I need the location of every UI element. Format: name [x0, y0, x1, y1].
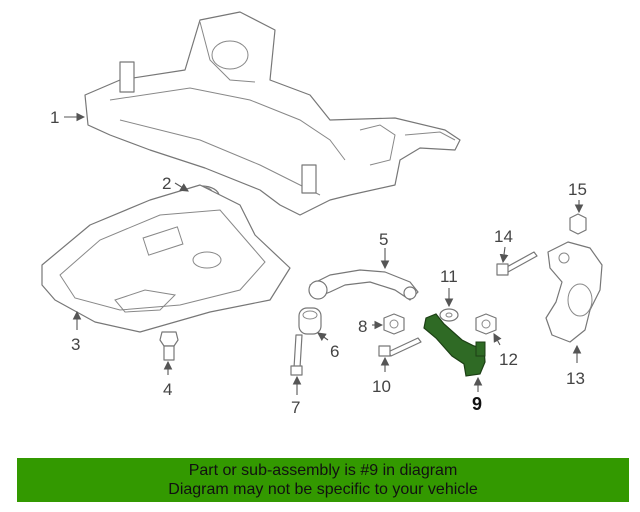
callout-15: 15 [568, 180, 587, 199]
bolt-4-part [159, 331, 179, 361]
control-arm-5-part [308, 269, 419, 301]
banner-line-1: Part or sub-assembly is #9 in diagram [188, 462, 458, 479]
control-arm-9-highlighted [423, 313, 486, 377]
banner-line-2: Diagram may not be specific to your vehi… [168, 481, 478, 498]
nut-15-part [569, 213, 587, 235]
knuckle-13-part [545, 241, 603, 343]
subframe-part [84, 11, 461, 216]
nut-12-part [475, 313, 497, 335]
callout-8: 8 [358, 317, 367, 336]
callout-3: 3 [71, 335, 80, 354]
callout-10: 10 [372, 377, 391, 396]
underbody-shield-part [41, 184, 291, 333]
bolt-10-part [378, 337, 422, 357]
callout-labels: 1 2 3 4 5 6 7 8 9 10 11 12 13 14 15 [50, 108, 587, 417]
callout-2: 2 [162, 174, 171, 193]
callout-12: 12 [499, 350, 518, 369]
callout-11: 11 [440, 267, 458, 286]
info-banner: Part or sub-assembly is #9 in diagram Di… [17, 458, 629, 502]
bushing-6-part [298, 307, 322, 335]
callout-9: 9 [472, 394, 482, 414]
callout-1: 1 [50, 108, 59, 127]
callout-6: 6 [330, 342, 339, 361]
bolt-7-part [290, 334, 303, 376]
washer-11-part [439, 308, 459, 322]
callout-4: 4 [163, 380, 172, 399]
callout-13: 13 [566, 369, 585, 388]
callout-5: 5 [379, 230, 388, 249]
bolt-14-part [496, 251, 538, 276]
nut-8-part [383, 313, 405, 335]
leader-lines [64, 112, 584, 395]
callout-14: 14 [494, 227, 513, 246]
callout-7: 7 [291, 398, 300, 417]
